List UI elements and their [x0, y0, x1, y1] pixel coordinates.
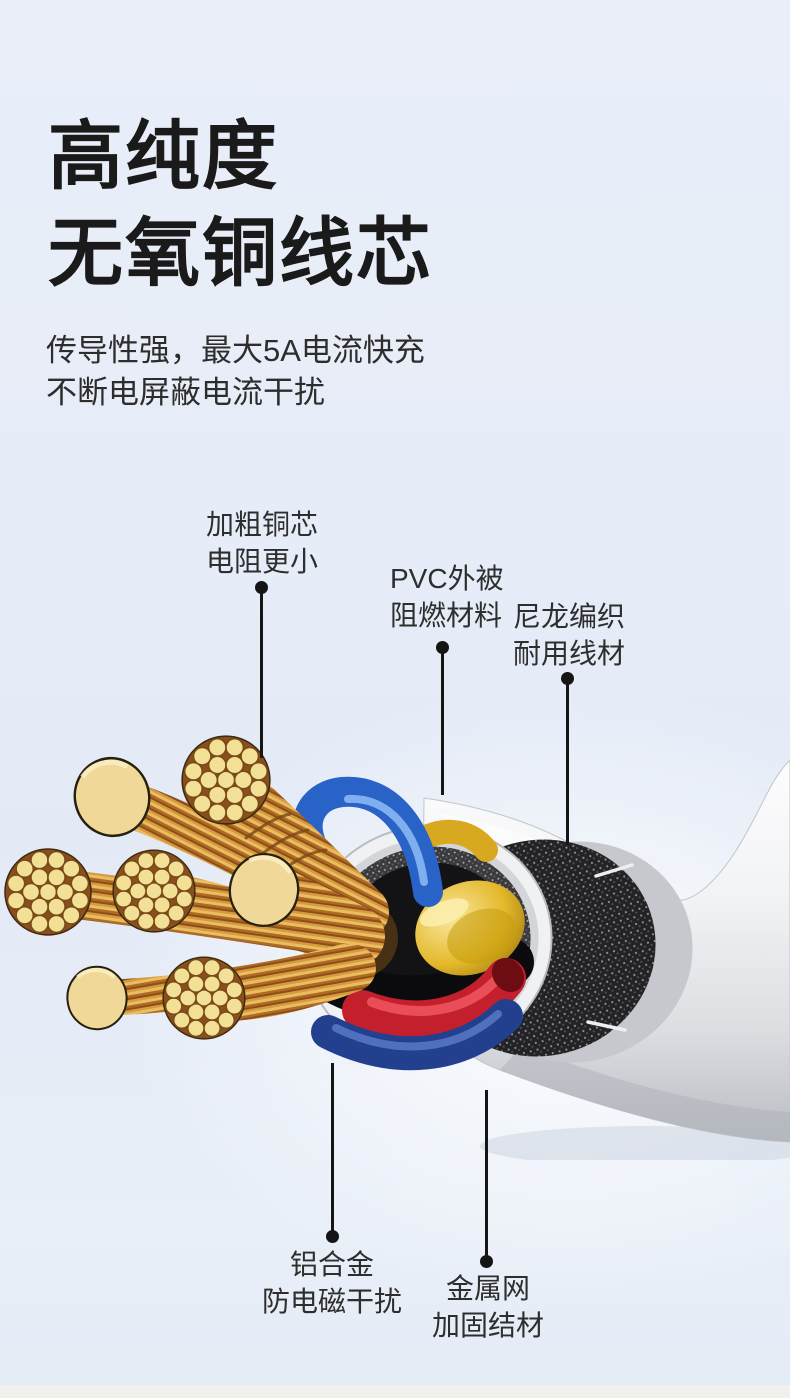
callout-metal-mesh: 金属网 加固结材 — [432, 1270, 544, 1344]
copper-cluster-face — [4, 848, 92, 936]
subtitle-line-2: 不断电屏蔽电流干扰 — [46, 375, 325, 410]
callout-metal-mesh-line1: 金属网 — [445, 1273, 531, 1304]
callout-metal-mesh-line2: 加固结材 — [431, 1310, 545, 1341]
cable-cutaway-illustration — [4, 735, 790, 1160]
callout-pvc-line1: PVC外被 — [390, 563, 504, 594]
callout-nylon-braid: 尼龙编织 耐用线材 — [513, 598, 625, 672]
page-title: 高纯度 无氧铜线芯 — [48, 108, 433, 302]
callout-copper-core-line2: 电阻更小 — [205, 546, 319, 577]
callout-pvc-line2: 阻燃材料 — [390, 600, 503, 631]
callout-line — [485, 1090, 488, 1258]
inner-wires — [292, 776, 534, 1071]
bottom-strip — [0, 1385, 790, 1398]
page-subtitle: 传导性强，最大5A电流快充 不断电屏蔽电流干扰 — [46, 330, 425, 414]
callout-line — [566, 683, 569, 845]
callout-line — [331, 1063, 334, 1233]
callout-dot — [480, 1255, 493, 1268]
callout-copper-core: 加粗铜芯 电阻更小 — [206, 506, 318, 580]
callout-copper-core-line1: 加粗铜芯 — [205, 509, 319, 540]
callout-nylon-line1: 尼龙编织 — [513, 601, 626, 632]
callout-aluminum-line1: 铝合金 — [289, 1249, 375, 1280]
cable-shadow — [480, 1126, 790, 1160]
callout-dot — [326, 1230, 339, 1243]
callout-line — [441, 652, 444, 795]
callout-pvc-jacket: PVC外被 阻燃材料 — [390, 560, 504, 634]
callout-nylon-line2: 耐用线材 — [513, 638, 626, 669]
callout-line — [260, 592, 263, 758]
copper-cluster-face — [112, 849, 196, 933]
callout-dot — [255, 581, 268, 594]
callout-dot — [436, 641, 449, 654]
subtitle-line-1: 传导性强，最大5A电流快充 — [46, 333, 425, 368]
copper-cluster-face — [181, 735, 271, 825]
copper-strand-bundles — [4, 735, 398, 1040]
copper-cluster-face — [162, 956, 246, 1040]
callout-dot — [561, 672, 574, 685]
callout-aluminum-line2: 防电磁干扰 — [261, 1286, 403, 1317]
title-line-1: 高纯度 — [48, 114, 280, 198]
callout-aluminum: 铝合金 防电磁干扰 — [262, 1246, 402, 1320]
copper-disc-face — [65, 964, 129, 1031]
title-line-2: 无氧铜线芯 — [48, 211, 434, 295]
